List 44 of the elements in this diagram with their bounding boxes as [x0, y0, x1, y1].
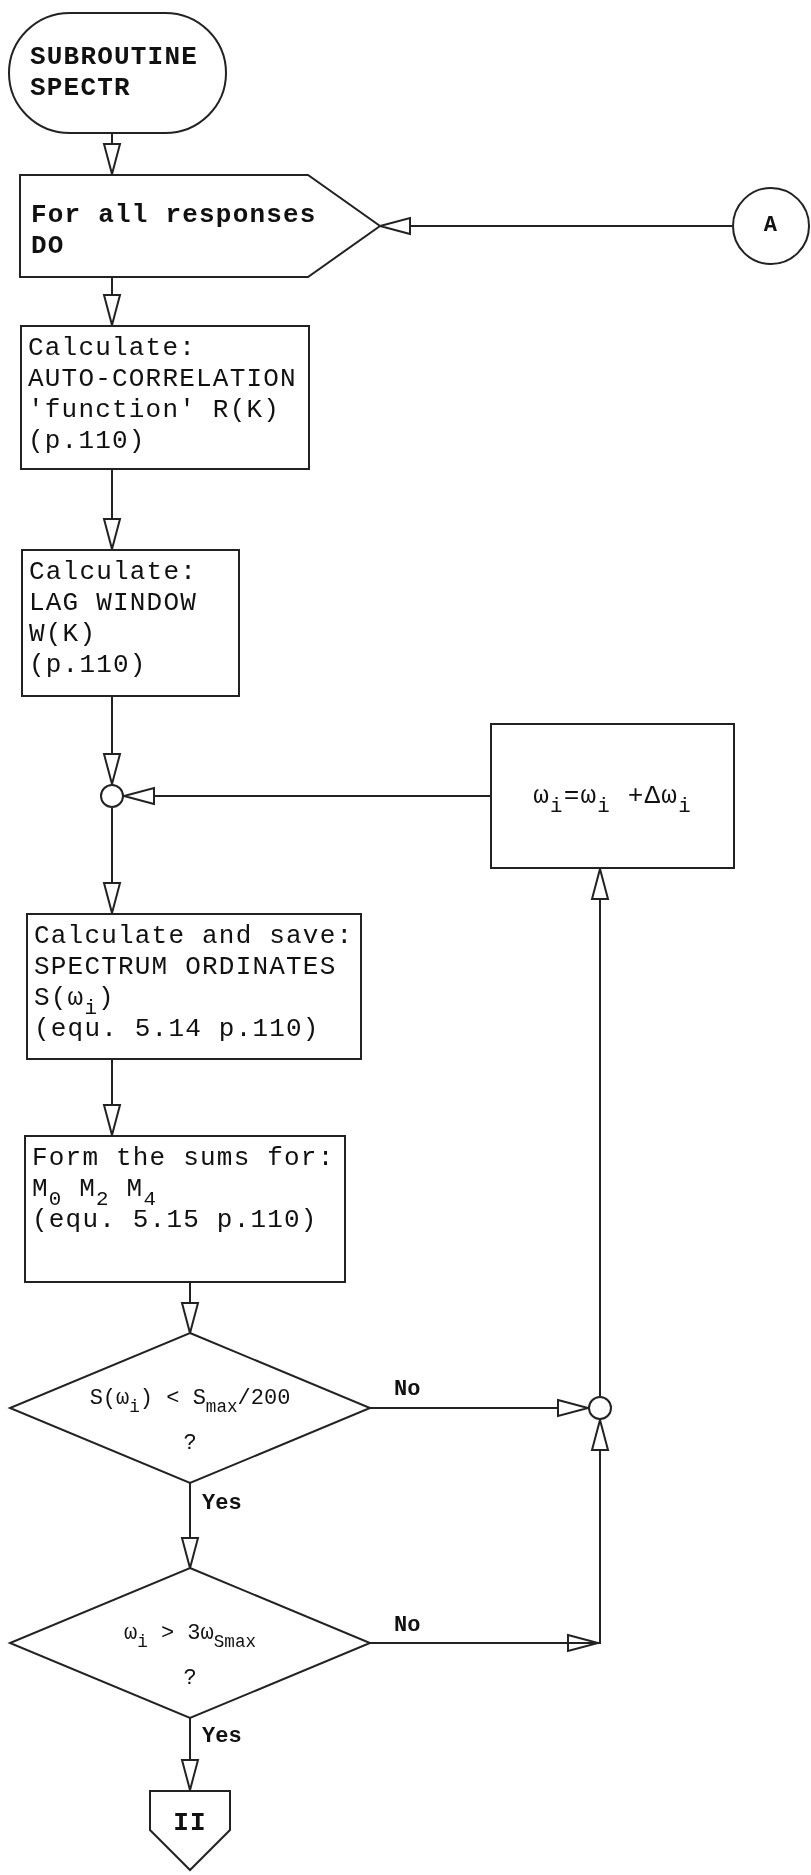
decision-diamond [10, 1568, 370, 1718]
node-text: (equ. 5.14 p.110) [34, 1014, 321, 1045]
arrow [379, 217, 733, 235]
loop-shape [19, 174, 380, 278]
arrow [181, 1282, 199, 1334]
arrow [181, 1717, 199, 1791]
arrow [103, 807, 121, 914]
arrow [369, 1419, 609, 1652]
arrow [181, 1482, 199, 1569]
node-text: SUBROUTINE SPECTR [30, 42, 200, 104]
arrow [103, 696, 121, 785]
arrow [103, 277, 121, 326]
node-text: SPECTRUM ORDINATES S(ω$_{i}$) [34, 952, 338, 1014]
process-box [20, 325, 310, 470]
node-text: AUTO-CORRELATION 'function' R(K) (p.110) [28, 364, 298, 457]
node-text: A [763, 212, 779, 240]
node-text: LAG WINDOW W(K) (p.110) [29, 588, 199, 681]
arrow [103, 1059, 121, 1136]
offpage-connector [149, 1790, 231, 1870]
process-box [21, 549, 240, 697]
arrow [103, 469, 121, 550]
connector-circle [732, 187, 810, 265]
decision-diamond [10, 1333, 370, 1483]
process-box [24, 1135, 346, 1283]
node-text: Calculate: [29, 557, 199, 588]
node-text: Form the sums for: [32, 1143, 336, 1174]
node-text: II [173, 1808, 207, 1839]
arrow [369, 1399, 589, 1417]
node-text: M$_{0}$ M$_{2}$ M$_{4}$ [32, 1174, 158, 1205]
node-text: (equ. 5.15 p.110) [32, 1205, 319, 1236]
junction-circle [100, 784, 124, 808]
arrow [123, 787, 491, 805]
decision-text: ? [182, 1666, 198, 1692]
process-box [26, 913, 362, 1060]
node-text: Calculate and save: [34, 921, 354, 952]
arrow [591, 868, 609, 1397]
node-text: ω$_{i}$=ω$_{i}$ +Δω$_{i}$ [533, 780, 692, 812]
arrow [103, 133, 121, 175]
junction-circle [588, 1396, 612, 1420]
node-text: Calculate: [28, 333, 198, 364]
node-text: For all responses DO [31, 200, 318, 262]
decision-text: S(ω$_{i}$) < S$_{max}$/200 [88, 1386, 292, 1412]
decision-text: ? [182, 1431, 198, 1457]
process-box [490, 723, 735, 869]
